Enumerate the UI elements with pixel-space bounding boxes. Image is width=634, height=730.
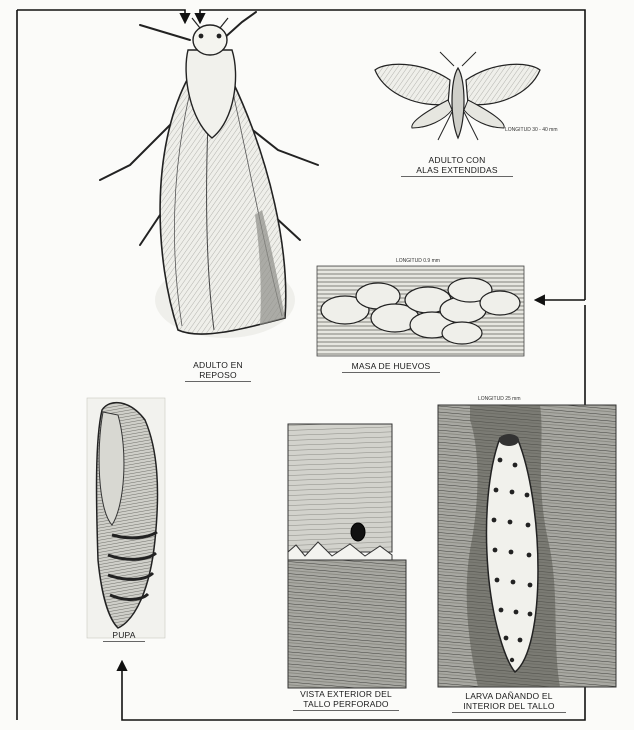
adult-resting-label: ADULTO EN REPOSO [185, 360, 251, 382]
eggs-size-note: LONGITUD 0.9 mm [396, 258, 440, 264]
eggs-label-text: MASA DE HUEVOS [345, 361, 437, 371]
larva-label-line-2: INTERIOR DEL TALLO [455, 701, 563, 711]
larva-label: LARVA DAÑANDO EL INTERIOR DEL TALLO [452, 691, 566, 713]
larva-size-note: LONGITUD 25 mm [478, 396, 521, 402]
pupa-illustration [87, 398, 165, 638]
adult-spread-size-note: LONGITUD 30 - 40 mm [505, 127, 558, 133]
adult-resting-illustration [100, 12, 318, 338]
pupa-label-text: PUPA [106, 630, 142, 640]
adult-spread-label-line-2: ALAS EXTENDIDAS [404, 165, 510, 175]
egg-mass-illustration: LONGITUD 0.9 mm [317, 258, 524, 356]
stem-label-line-1: VISTA EXTERIOR DEL [296, 689, 396, 699]
adult-resting-label-line-1: ADULTO EN [188, 360, 248, 370]
pupa-label: PUPA [103, 630, 145, 642]
adult-spread-label: ADULTO CON ALAS EXTENDIDAS [401, 155, 513, 177]
stem-label: VISTA EXTERIOR DEL TALLO PERFORADO [293, 689, 399, 711]
stem-label-line-2: TALLO PERFORADO [296, 699, 396, 709]
arrow-top-left-stub [17, 10, 185, 22]
larva-label-line-1: LARVA DAÑANDO EL [455, 691, 563, 701]
larva-illustration: LONGITUD 25 mm [438, 396, 616, 687]
eggs-label: MASA DE HUEVOS [342, 361, 440, 373]
adult-spread-illustration: LONGITUD 30 - 40 mm [375, 52, 558, 140]
adult-spread-label-line-1: ADULTO CON [404, 155, 510, 165]
stem-illustration [288, 424, 406, 688]
adult-resting-label-line-2: REPOSO [188, 370, 248, 380]
